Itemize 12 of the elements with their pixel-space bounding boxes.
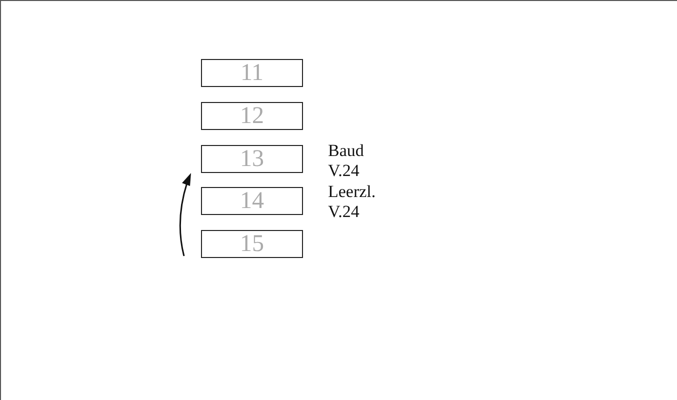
key-number: 12 <box>240 104 264 128</box>
key-number: 13 <box>240 147 264 171</box>
key-box <box>201 102 303 130</box>
key-box <box>201 187 303 215</box>
key-function-label: Baud V.24 <box>328 141 365 181</box>
key-number: 15 <box>240 232 264 256</box>
key-box <box>201 59 303 87</box>
key-function-label: Leerzl. V.24 <box>328 182 377 222</box>
key-number: 11 <box>240 61 264 85</box>
key-box <box>201 230 303 258</box>
key-number: 14 <box>240 189 264 213</box>
key-box <box>201 145 303 173</box>
